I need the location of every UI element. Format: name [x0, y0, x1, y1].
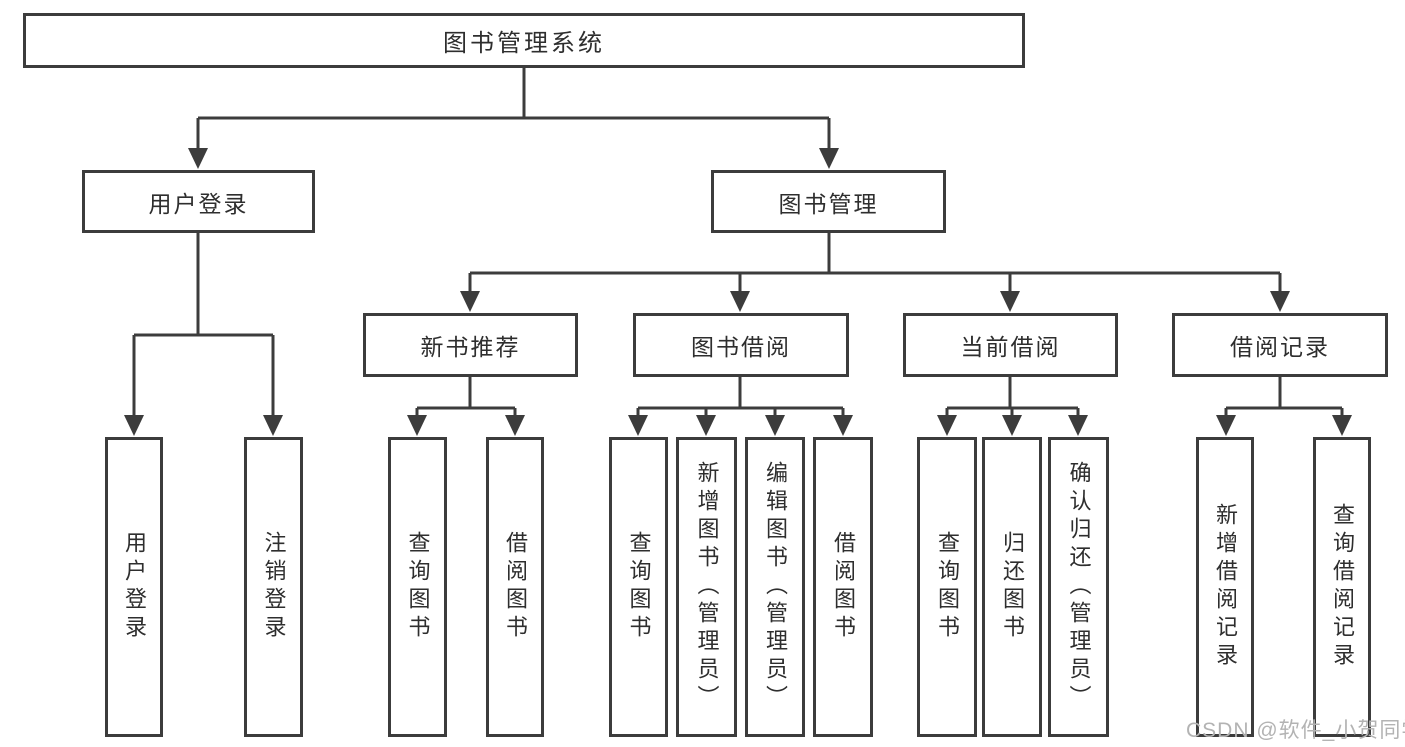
connector-user-login-to-children [124, 233, 283, 436]
connector-current-borrowing-to-children [937, 377, 1088, 436]
leaf-confirm-return-admin: 确认归还（管理员） [1048, 437, 1109, 737]
leaf-borrow-books: 借阅图书 [813, 437, 873, 737]
leaf-return-books: 归还图书 [982, 437, 1042, 737]
leaf-query-borrow-record-label: 查询借阅记录 [1330, 503, 1355, 671]
node-user-login-label: 用户登录 [148, 190, 249, 217]
leaf-query-books-borrowing: 查询图书 [609, 437, 668, 737]
leaf-add-borrow-record: 新增借阅记录 [1196, 437, 1254, 737]
leaf-query-books-current-label: 查询图书 [935, 531, 960, 643]
node-book-management-label: 图书管理 [778, 190, 879, 217]
leaf-query-books-current: 查询图书 [917, 437, 977, 737]
connector-borrowing-records-to-children [1216, 377, 1352, 436]
leaf-borrow-books-recommend-label: 借阅图书 [503, 531, 528, 643]
connector-book-management-to-level3 [460, 233, 1290, 312]
leaf-logout: 注销登录 [244, 437, 303, 737]
leaf-user-login: 用户登录 [105, 437, 163, 737]
leaf-query-borrow-record: 查询借阅记录 [1313, 437, 1371, 737]
node-current-borrowing-label: 当前借阅 [960, 334, 1061, 360]
node-new-book-recommend-label: 新书推荐 [420, 334, 521, 360]
leaf-add-borrow-record-label: 新增借阅记录 [1213, 503, 1238, 671]
connector-root-to-level2 [188, 68, 839, 169]
leaf-borrow-books-recommend: 借阅图书 [486, 437, 544, 737]
node-library-system-label: 图书管理系统 [443, 30, 605, 57]
node-book-borrowing-label: 图书借阅 [691, 334, 791, 360]
leaf-query-books-borrowing-label: 查询图书 [626, 531, 652, 643]
leaf-query-books-recommend: 查询图书 [388, 437, 447, 737]
node-new-book-recommend: 新书推荐 [363, 313, 578, 377]
csdn-watermark: CSDN @软件_小贺同学 [1186, 719, 1405, 742]
node-user-login: 用户登录 [82, 170, 315, 233]
leaf-borrow-books-label: 借阅图书 [831, 531, 856, 643]
node-borrowing-records-label: 借阅记录 [1230, 334, 1330, 360]
leaf-logout-label: 注销登录 [261, 531, 287, 643]
leaf-edit-book-admin: 编辑图书（管理员） [745, 437, 805, 737]
connector-new-book-to-children [407, 377, 525, 436]
node-book-management: 图书管理 [711, 170, 946, 233]
leaf-add-book-admin: 新增图书（管理员） [676, 437, 737, 737]
connector-book-borrowing-to-children [628, 377, 853, 436]
leaf-user-login-label: 用户登录 [122, 531, 147, 643]
leaf-edit-book-admin-label: 编辑图书（管理员） [763, 461, 788, 713]
leaf-confirm-return-admin-label: 确认归还（管理员） [1066, 461, 1092, 713]
leaf-return-books-label: 归还图书 [1000, 531, 1025, 643]
node-book-borrowing: 图书借阅 [633, 313, 849, 377]
leaf-add-book-admin-label: 新增图书（管理员） [694, 461, 720, 713]
node-current-borrowing: 当前借阅 [903, 313, 1118, 377]
node-borrowing-records: 借阅记录 [1172, 313, 1388, 377]
node-library-system: 图书管理系统 [23, 13, 1025, 68]
leaf-query-books-recommend-label: 查询图书 [405, 531, 431, 643]
